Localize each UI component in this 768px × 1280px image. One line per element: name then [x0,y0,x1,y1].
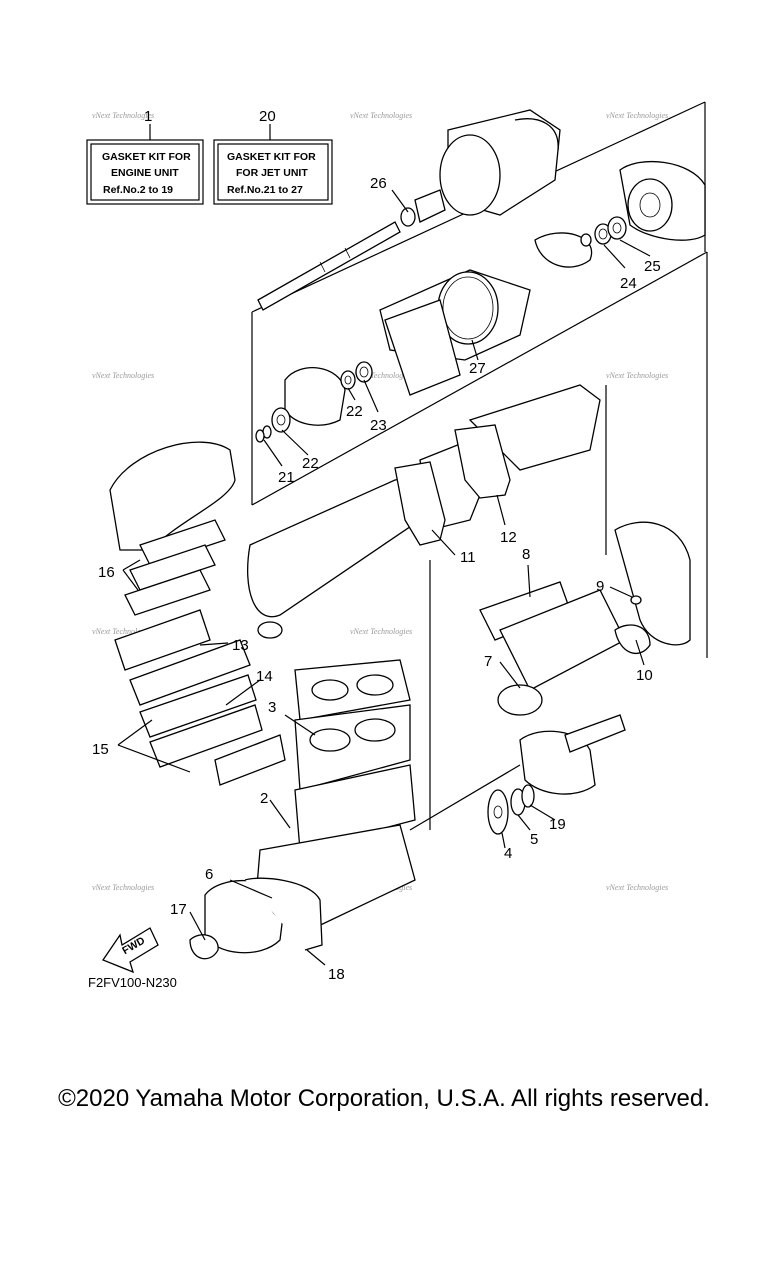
kit-box-line: GASKET KIT FOR [227,151,316,163]
fwd-arrow-icon: FWD [102,927,159,974]
impeller-duct [379,269,531,396]
callout-label: 20 [259,108,276,125]
callout-label: 13 [232,637,249,654]
watermark: vNext Technologies [350,627,412,636]
callout-label: 21 [278,469,295,486]
kit-box-engine[interactable]: 1 GASKET KIT FOR ENGINE UNIT Ref.No.2 to… [86,108,204,205]
drive-shaft [257,221,401,311]
callout-label: 9 [596,578,604,595]
jet-pump-housing [439,109,706,241]
callout-label: 4 [504,845,512,862]
kit-box-line: Ref.No.21 to 27 [227,184,303,196]
gasket-11 [394,461,456,556]
callout-label: 15 [92,741,109,758]
callout-label: 17 [170,901,187,918]
kit-box-jet[interactable]: 20 GASKET KIT FOR FOR JET UNIT Ref.No.21… [213,108,333,205]
kit-box-line: FOR JET UNIT [236,167,308,179]
exhaust-body-right [479,521,691,716]
watermark: vNext Technologies [350,371,412,380]
callout-label: 14 [256,668,273,685]
leader-lines [117,189,651,966]
watermark: vNext Technologies [606,111,668,120]
callout-label: 7 [484,653,492,670]
callout-label: 12 [500,529,517,546]
callout-label: 19 [549,816,566,833]
callout-label: 8 [522,546,530,563]
watermark: vNext Technologies [92,111,154,120]
copyright-notice: ©2020 Yamaha Motor Corporation, U.S.A. A… [58,1085,710,1112]
watermark: vNext Technologies [92,883,154,892]
crankcase [189,824,416,960]
callout-label: 25 [644,258,661,275]
watermark: vNext Technologies [606,883,668,892]
callout-label: 22 [346,403,363,420]
callout-label: 23 [370,417,387,434]
callout-label: 24 [620,275,637,292]
jet-unit-frame [251,101,708,831]
exhaust-muffler [247,384,601,639]
cylinder-block [294,659,416,851]
callout-label: 27 [469,360,486,377]
callout-label: 2 [260,790,268,807]
small-parts-top [400,189,627,268]
watermark: vNext Technologies [92,627,154,636]
coupler-parts [487,714,626,835]
watermark: vNext Technologies [350,111,412,120]
callout-label: 3 [268,699,276,716]
kit-box-line: GASKET KIT FOR [102,151,191,163]
callout-label: 6 [205,866,213,883]
gasket-12 [454,424,511,526]
manifold-gaskets [129,639,286,786]
callout-label: 11 [460,549,476,566]
bearing-housing [255,361,373,443]
callout-label: 1 [144,108,152,125]
kit-box-line: ENGINE UNIT [111,167,179,179]
callout-label: 16 [98,564,115,581]
kit-box-line: Ref.No.2 to 19 [103,184,173,196]
callout-label: 22 [302,455,319,472]
callout-label: 5 [530,831,538,848]
exhaust-pipe-left [109,441,236,671]
figure-code: F2FV100-N230 [88,975,177,990]
watermark: vNext Technologies [92,371,154,380]
callouts: 2 3 4 5 6 7 8 9 10 11 12 13 14 15 16 17 … [92,175,661,983]
callout-label: 10 [636,667,653,684]
callout-label: 26 [370,175,387,192]
callout-label: 18 [328,966,345,983]
watermark: vNext Technologies [606,371,668,380]
